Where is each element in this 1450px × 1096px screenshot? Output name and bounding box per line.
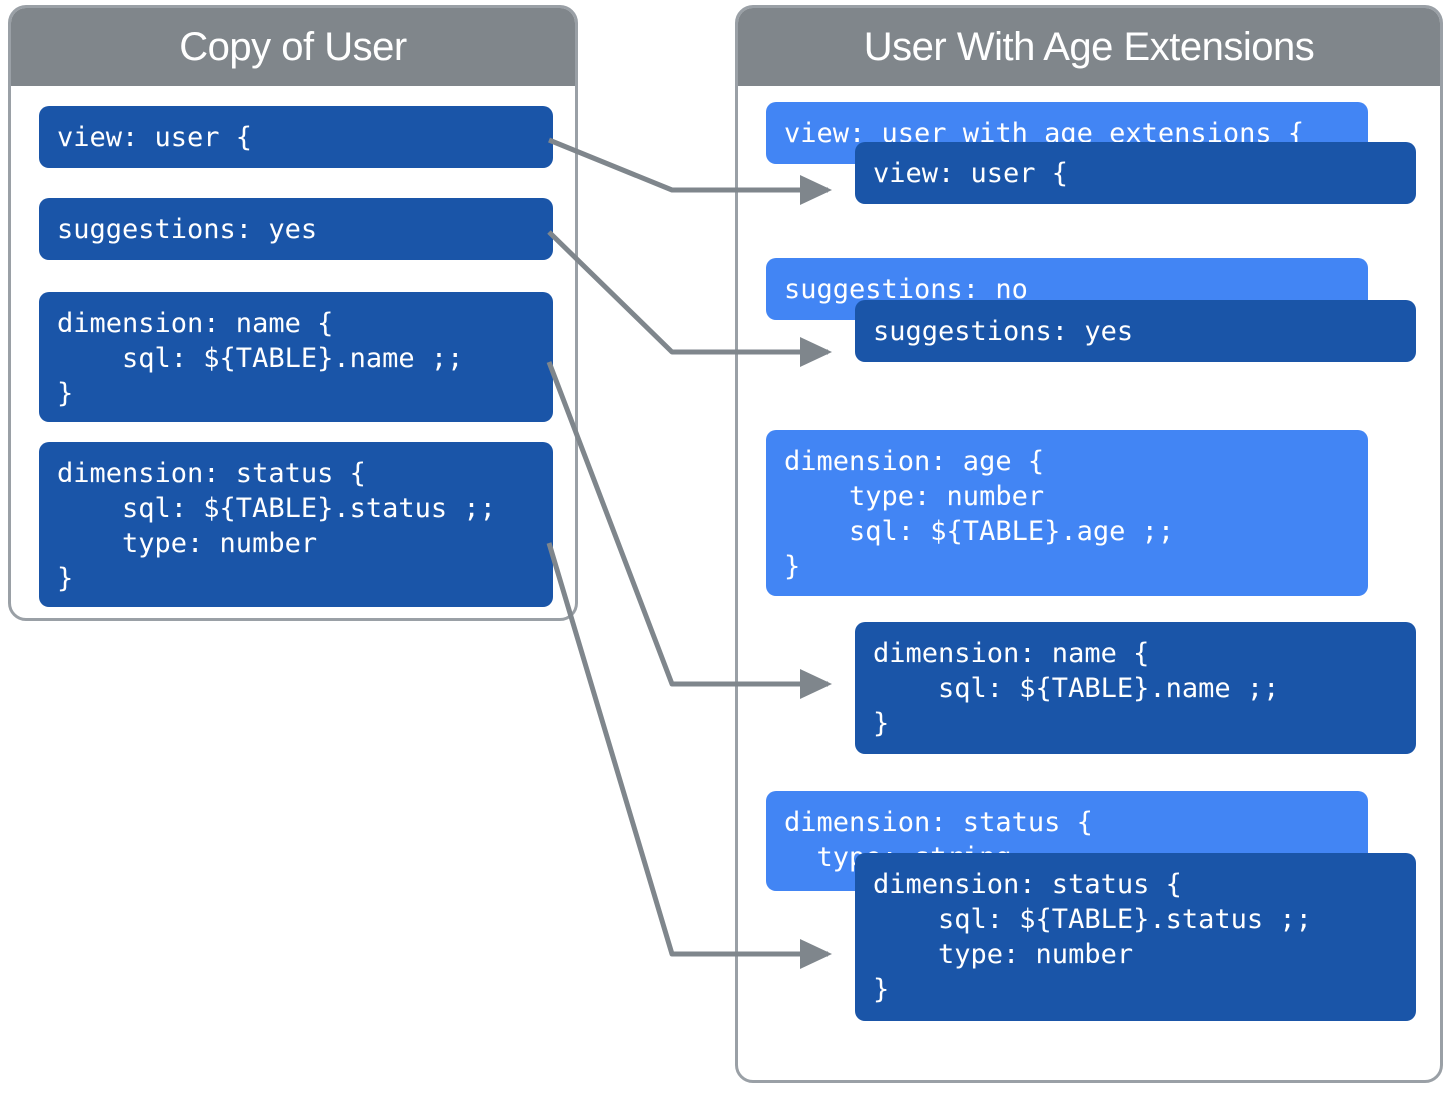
panel-right-title: User With Age Extensions [863, 24, 1315, 69]
panel-right-header: User With Age Extensions [738, 8, 1440, 86]
code-block-left-dimension-status[interactable]: dimension: status { sql: ${TABLE}.status… [39, 442, 553, 607]
code-block-left-view[interactable]: view: user { [39, 106, 553, 168]
code-block-right-view-user[interactable]: view: user { [855, 142, 1416, 204]
code-block-left-suggestions[interactable]: suggestions: yes [39, 198, 553, 260]
panel-left-header: Copy of User [11, 8, 575, 86]
panel-left-title: Copy of User [179, 24, 407, 69]
code-block-right-dimension-name[interactable]: dimension: name { sql: ${TABLE}.name ;; … [855, 622, 1416, 754]
code-block-right-dimension-status-dark[interactable]: dimension: status { sql: ${TABLE}.status… [855, 853, 1416, 1021]
code-block-left-dimension-name[interactable]: dimension: name { sql: ${TABLE}.name ;; … [39, 292, 553, 422]
code-block-right-suggestions-yes[interactable]: suggestions: yes [855, 300, 1416, 362]
code-block-right-dimension-age[interactable]: dimension: age { type: number sql: ${TAB… [766, 430, 1368, 596]
panel-user-with-age-extensions: User With Age Extensions view: user_with… [735, 5, 1443, 1083]
panel-copy-of-user: Copy of User view: user { suggestions: y… [8, 5, 578, 621]
